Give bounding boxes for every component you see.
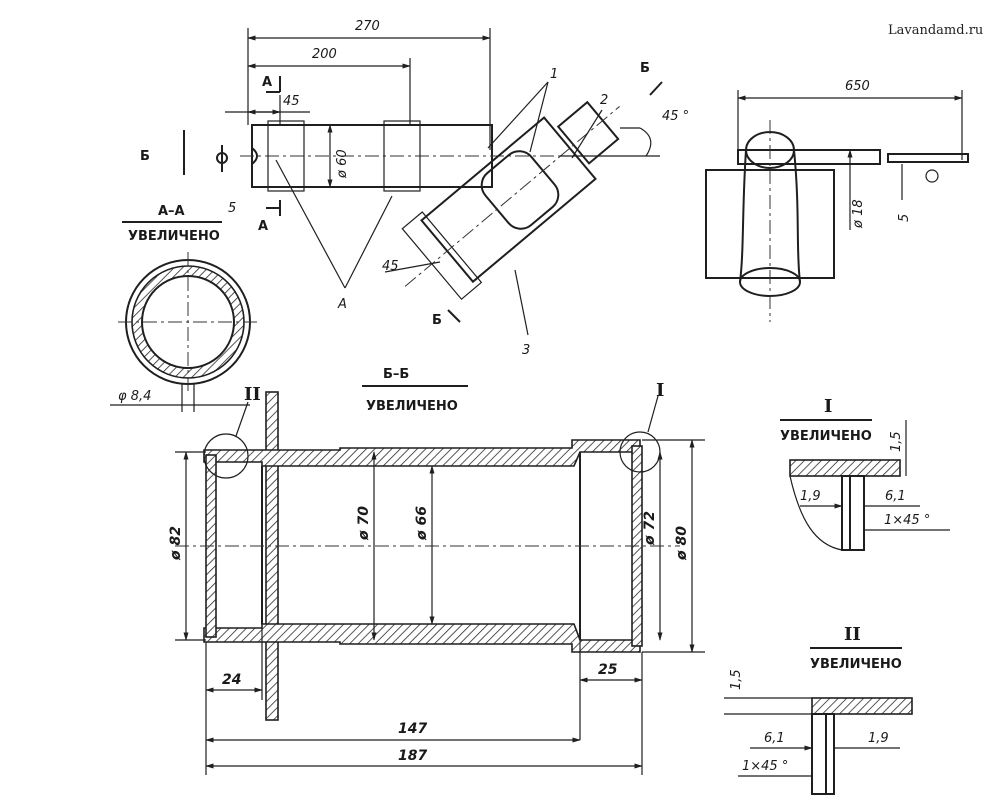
detail-I: I УВЕЛИЧЕНО 1,5 1,9 6,1 1×45 ° xyxy=(780,396,950,551)
section-bb-subtitle: УВЕЛИЧЕНО xyxy=(366,399,458,414)
callout-a: А xyxy=(337,297,347,312)
section-mark-a-bottom: А xyxy=(258,219,268,234)
dim-dia-66: ø 66 xyxy=(414,506,430,541)
dim-45-left: 45 xyxy=(283,94,300,109)
side-view: 650 ø 18 5 xyxy=(705,79,969,322)
detail-II-subtitle: УВЕЛИЧЕНО xyxy=(810,657,902,672)
callout-detail-II: II xyxy=(244,384,261,405)
detail-I-dim-15: 1,5 xyxy=(889,431,904,452)
detail-II-chamfer: 1×45 ° xyxy=(742,759,788,774)
dim-dia-82: ø 82 xyxy=(168,526,184,561)
section-mark-a-top: А xyxy=(262,75,272,90)
dim-270: 270 xyxy=(355,19,380,34)
top-view: 270 200 45 А А ø 60 45 xyxy=(140,19,689,358)
section-aa-dim: φ 8,4 xyxy=(118,389,151,404)
callout-5-side: 5 xyxy=(897,214,912,222)
detail-I-subtitle: УВЕЛИЧЕНО xyxy=(780,429,872,444)
detail-I-chamfer: 1×45 ° xyxy=(884,513,930,528)
detail-I-dim-19: 1,9 xyxy=(800,489,821,504)
dim-45-branch: 45 xyxy=(382,259,399,274)
callout-5-top: 5 xyxy=(228,201,236,216)
watermark: Lavandamd.ru xyxy=(888,23,983,38)
section-mark-b-left: Б xyxy=(140,149,150,164)
dim-dia-60: ø 60 xyxy=(335,149,350,179)
dim-187: 187 xyxy=(398,748,427,764)
callout-detail-I: I xyxy=(656,380,664,401)
section-mark-b-bottom: Б xyxy=(432,313,442,328)
dim-dia-70: ø 70 xyxy=(356,506,372,541)
section-bb: Б–Б УВЕЛИЧЕНО II I ø 82 ø 70 xyxy=(168,367,705,775)
dim-dia-72: ø 72 xyxy=(642,511,658,546)
detail-I-title: I xyxy=(824,396,832,417)
detail-II: II УВЕЛИЧЕНО 1,5 6,1 1,9 1×45 ° xyxy=(724,624,913,795)
section-mark-b-top: Б xyxy=(640,61,650,76)
detail-II-dim-19: 1,9 xyxy=(868,731,889,746)
dim-dia-18: ø 18 xyxy=(851,199,866,229)
dim-45-deg: 45 ° xyxy=(662,109,689,124)
dim-dia-80: ø 80 xyxy=(674,526,690,561)
section-aa: А–А УВЕЛИЧЕНО φ 8,4 xyxy=(110,204,258,412)
dim-25: 25 xyxy=(598,662,618,678)
detail-II-dim-61: 6,1 xyxy=(764,731,785,746)
detail-I-dim-61: 6,1 xyxy=(885,489,906,504)
callout-3: 3 xyxy=(522,343,530,358)
section-aa-title: А–А xyxy=(158,204,185,219)
dim-24: 24 xyxy=(222,672,241,688)
section-aa-subtitle: УВЕЛИЧЕНО xyxy=(128,229,220,244)
section-bb-title: Б–Б xyxy=(383,367,409,382)
dim-200: 200 xyxy=(312,47,337,62)
detail-II-title: II xyxy=(844,624,861,645)
dim-147: 147 xyxy=(398,721,427,737)
callout-1: 1 xyxy=(550,67,558,82)
detail-II-dim-15: 1,5 xyxy=(729,669,744,690)
callout-2: 2 xyxy=(600,93,608,108)
dim-650: 650 xyxy=(845,79,870,94)
